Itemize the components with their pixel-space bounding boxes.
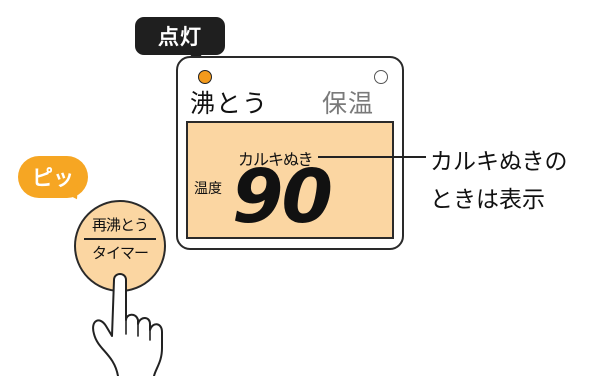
boil-lamp-icon xyxy=(198,70,212,84)
callout-leader-line xyxy=(318,156,426,158)
button-divider xyxy=(84,238,156,240)
calk-note: カルキぬきの ときは表示 xyxy=(430,143,568,219)
warm-lamp-icon xyxy=(374,70,388,84)
timer-label: タイマー xyxy=(91,244,149,262)
warm-label: 保温 xyxy=(322,89,375,118)
calk-indicator: カルキぬき xyxy=(238,150,314,169)
temperature-value: 90 xyxy=(232,154,333,240)
reboil-label: 再沸とう xyxy=(91,216,149,234)
lit-callout-badge: 点灯 xyxy=(135,17,225,55)
pressing-hand-icon xyxy=(92,273,163,376)
temperature-label: 温度 xyxy=(194,181,222,197)
boil-label: 沸とう xyxy=(190,89,269,118)
calk-note-line-1: カルキぬきの xyxy=(430,149,568,175)
beep-bubble: ピッ xyxy=(18,156,88,198)
calk-note-line-2: ときは表示 xyxy=(430,187,545,213)
display-screen xyxy=(186,121,394,239)
